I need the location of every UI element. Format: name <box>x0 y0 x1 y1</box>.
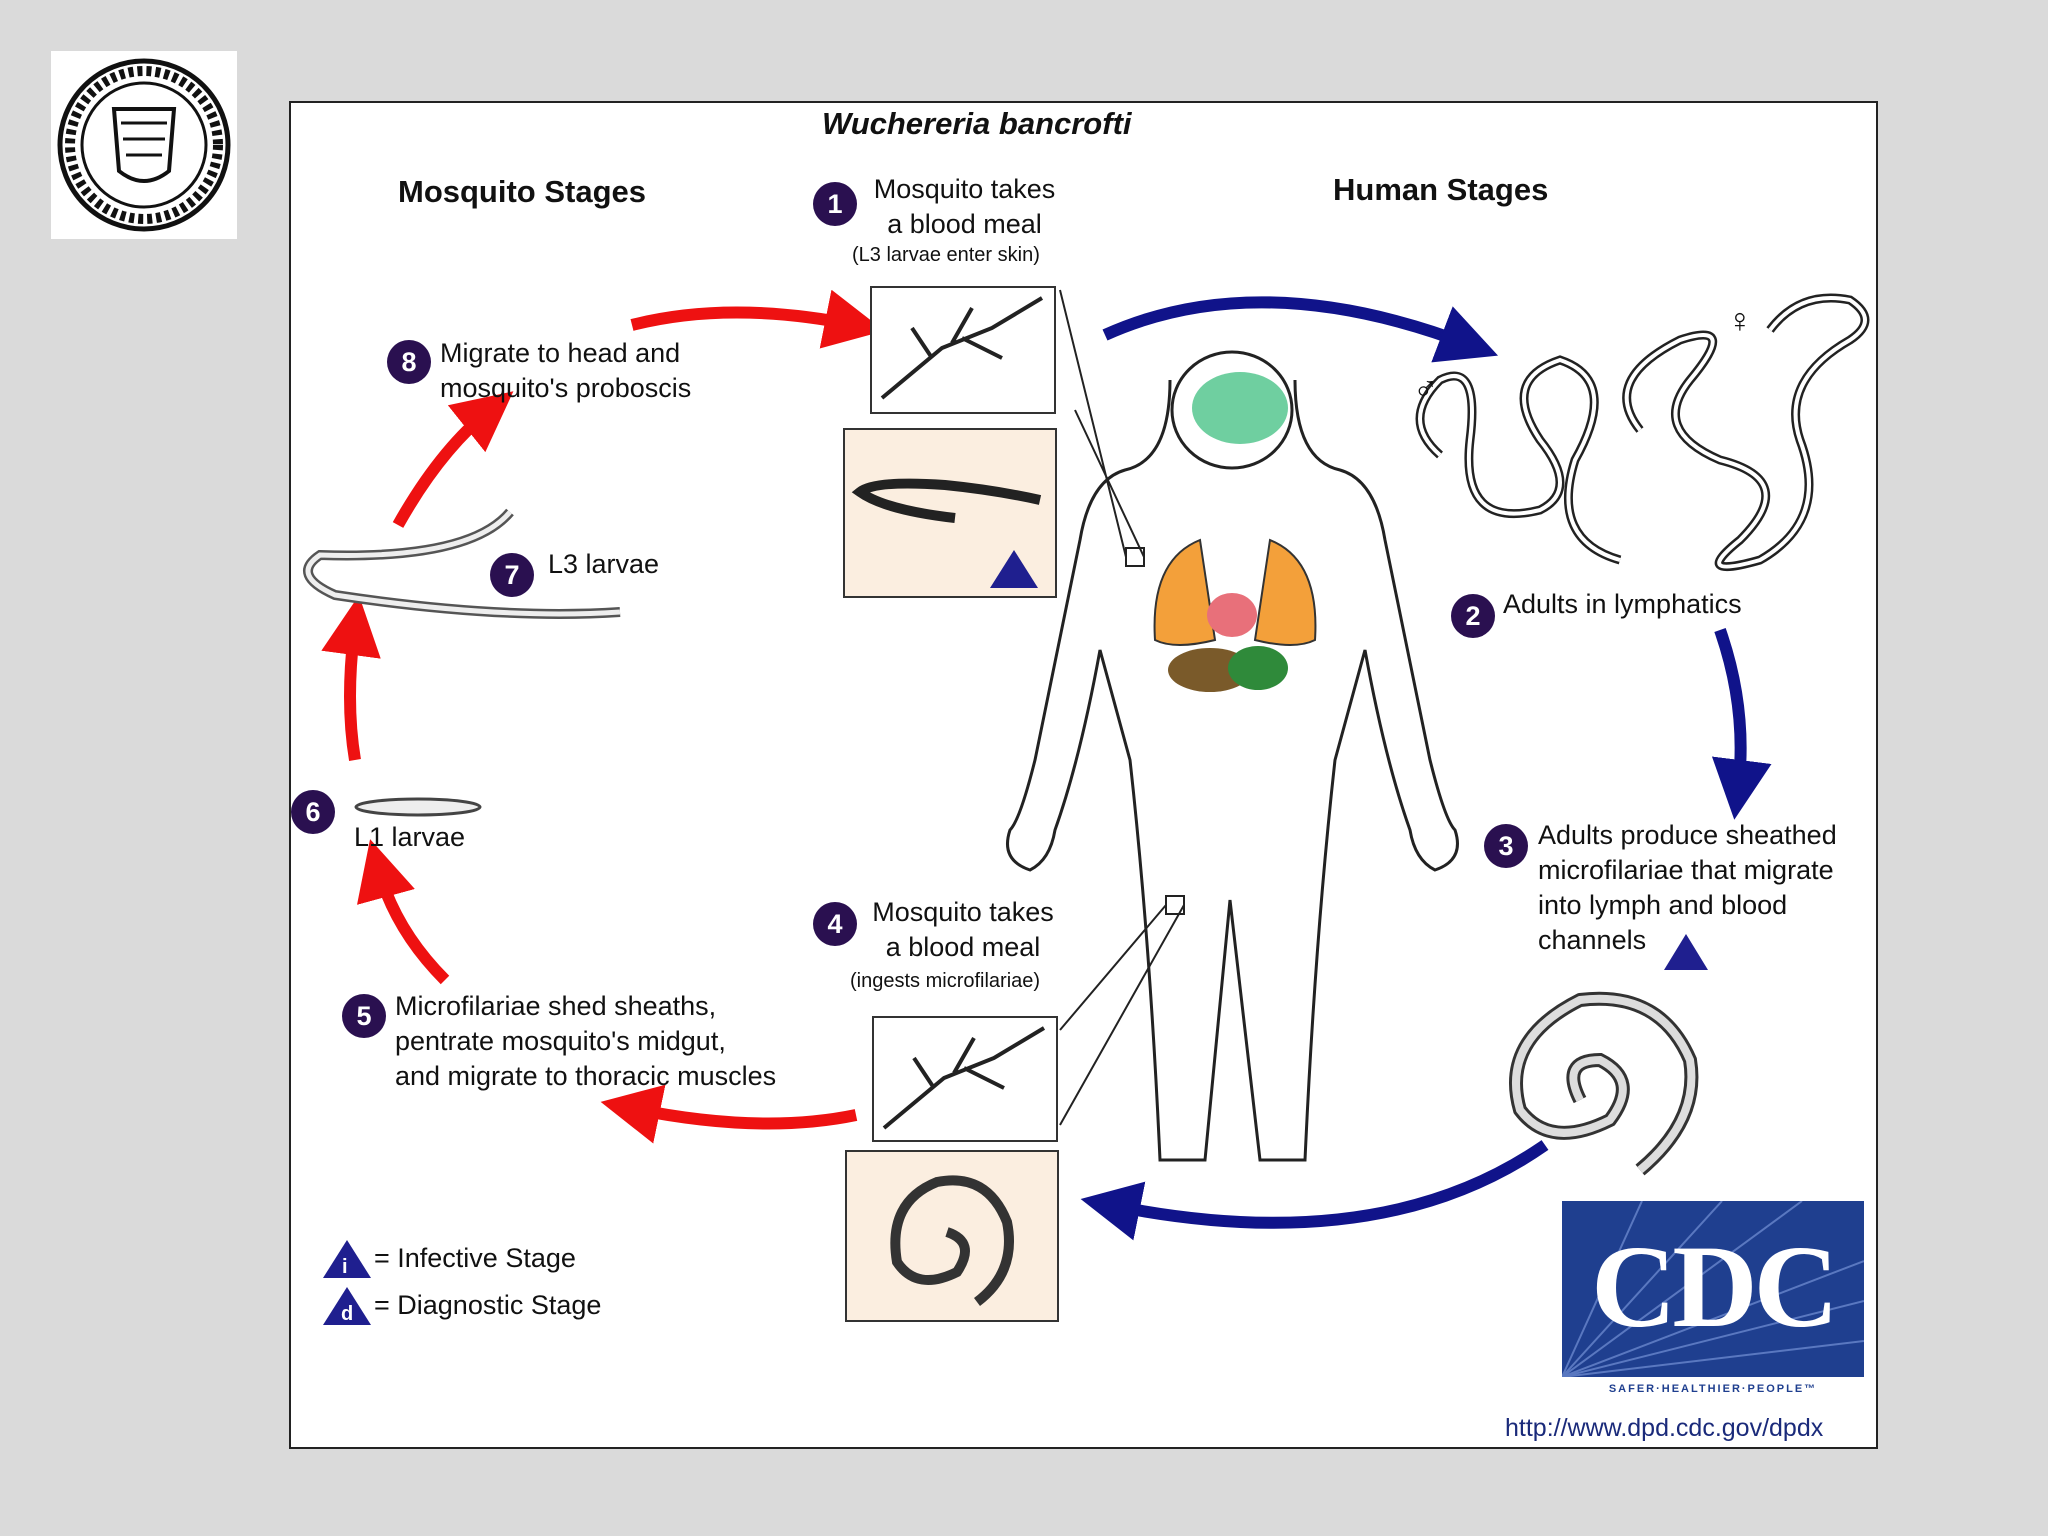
arrow-3-to-4 <box>1080 1140 1549 1241</box>
step-5-line3: and migrate to thoracic muscles <box>395 1061 777 1091</box>
cdc-rays-icon <box>1562 1201 1864 1378</box>
arrow-8-to-1 <box>630 289 885 349</box>
step-8-line2: mosquito's proboscis <box>440 373 692 403</box>
step-4-label: Mosquito takes a blood meal <box>858 895 1068 965</box>
step-4-note: (ingests microfilariae) <box>850 970 1041 992</box>
cdc-tagline: SAFER·HEALTHIER·PEOPLE™ <box>1562 1377 1864 1401</box>
step-1-label: Mosquito takes a blood meal <box>852 172 1077 242</box>
step-6-label: L1 larvae <box>354 822 466 852</box>
lungs-organ <box>1153 538 1317 646</box>
cdc-wordmark: CDC <box>1591 1221 1839 1352</box>
step-1-badge: 1 <box>813 182 857 226</box>
cdc-logo: CDC SAFER·HEALTHIER·PEOPLE™ <box>1562 1201 1864 1401</box>
step-7-badge: 7 <box>490 553 534 597</box>
infective-stage-marker <box>990 550 1038 588</box>
step-1-note: (L3 larvae enter skin) <box>852 244 1040 266</box>
diagram-title: Wuchereria bancrofti <box>822 106 1132 141</box>
diagnostic-stage-marker <box>1664 934 1708 970</box>
step-1-line2: a blood meal <box>887 209 1042 239</box>
mosquito-biting-panel-1 <box>870 286 1056 414</box>
legend-diagnostic-symbol: d <box>341 1303 354 1325</box>
seal-emblem-icon <box>57 58 231 232</box>
microfilaria-closeup-icon <box>890 1175 1014 1306</box>
brain-organ <box>1192 372 1288 444</box>
legend-diagnostic-marker <box>323 1287 371 1325</box>
arrow-1-to-2 <box>1102 296 1499 363</box>
step-2-badge: 2 <box>1451 594 1495 638</box>
step-3-label: Adults produce sheathed microfilariae th… <box>1538 818 1837 958</box>
step-4-line1: Mosquito takes <box>872 897 1054 927</box>
step-6-badge: 6 <box>291 790 335 834</box>
arrow-2-to-3 <box>1711 628 1772 820</box>
step-8-label: Migrate to head and mosquito's proboscis <box>440 336 691 406</box>
female-symbol: ♀ <box>1727 302 1753 340</box>
larva-closeup-icon <box>851 478 1042 523</box>
step-7-label: L3 larvae <box>548 549 660 579</box>
step-3-line2: microfilariae that migrate <box>1538 855 1834 885</box>
mosquito-stages-heading: Mosquito Stages <box>398 174 647 209</box>
step-1-line1: Mosquito takes <box>873 174 1056 204</box>
arrow-7-to-8 <box>392 391 514 528</box>
step-5-badge: 5 <box>342 994 386 1038</box>
legend-infective-marker <box>323 1240 371 1278</box>
legend-infective-symbol: i <box>342 1256 348 1278</box>
l1-larva-worm <box>354 797 482 817</box>
step-4-badge: 4 <box>813 902 857 946</box>
human-stages-heading: Human Stages <box>1333 172 1549 207</box>
arrow-5-to-6 <box>357 839 450 985</box>
step-8-badge: 8 <box>387 340 431 384</box>
step-2-label: Adults in lymphatics <box>1503 589 1742 619</box>
mosquito-icon <box>882 1026 1046 1130</box>
step-8-line1: Migrate to head and <box>440 338 681 368</box>
step-3-line1: Adults produce sheathed <box>1538 820 1837 850</box>
step-3-line3: into lymph and blood <box>1538 890 1788 920</box>
cdc-url[interactable]: http://www.dpd.cdc.gov/dpdx <box>1505 1414 1824 1442</box>
step-5-line1: Microfilariae shed sheaths, <box>395 991 717 1021</box>
step-5-label: Microfilariae shed sheaths, pentrate mos… <box>395 989 776 1094</box>
heart-organ <box>1207 593 1257 637</box>
arrow-5-to-4 <box>600 1084 858 1144</box>
legend-diagnostic-label: = Diagnostic Stage <box>374 1290 602 1320</box>
stomach-organ <box>1228 646 1288 690</box>
step-5-line2: pentrate mosquito's midgut, <box>395 1026 726 1056</box>
microfilaria-closeup-panel <box>845 1150 1059 1322</box>
mosquito-icon <box>880 296 1044 400</box>
arrow-6-to-7 <box>321 595 381 761</box>
step-4-line2: a blood meal <box>885 932 1041 962</box>
step-3-line4: channels <box>1538 925 1647 955</box>
male-symbol: ♂ <box>1413 370 1439 408</box>
mosquito-biting-panel-4 <box>872 1016 1058 1142</box>
step-3-badge: 3 <box>1484 824 1528 868</box>
institution-seal-logo <box>51 51 237 239</box>
male-adult-worm <box>1415 355 1622 565</box>
legend-infective-label: = Infective Stage <box>374 1243 576 1273</box>
human-body-figure <box>1006 350 1459 1162</box>
